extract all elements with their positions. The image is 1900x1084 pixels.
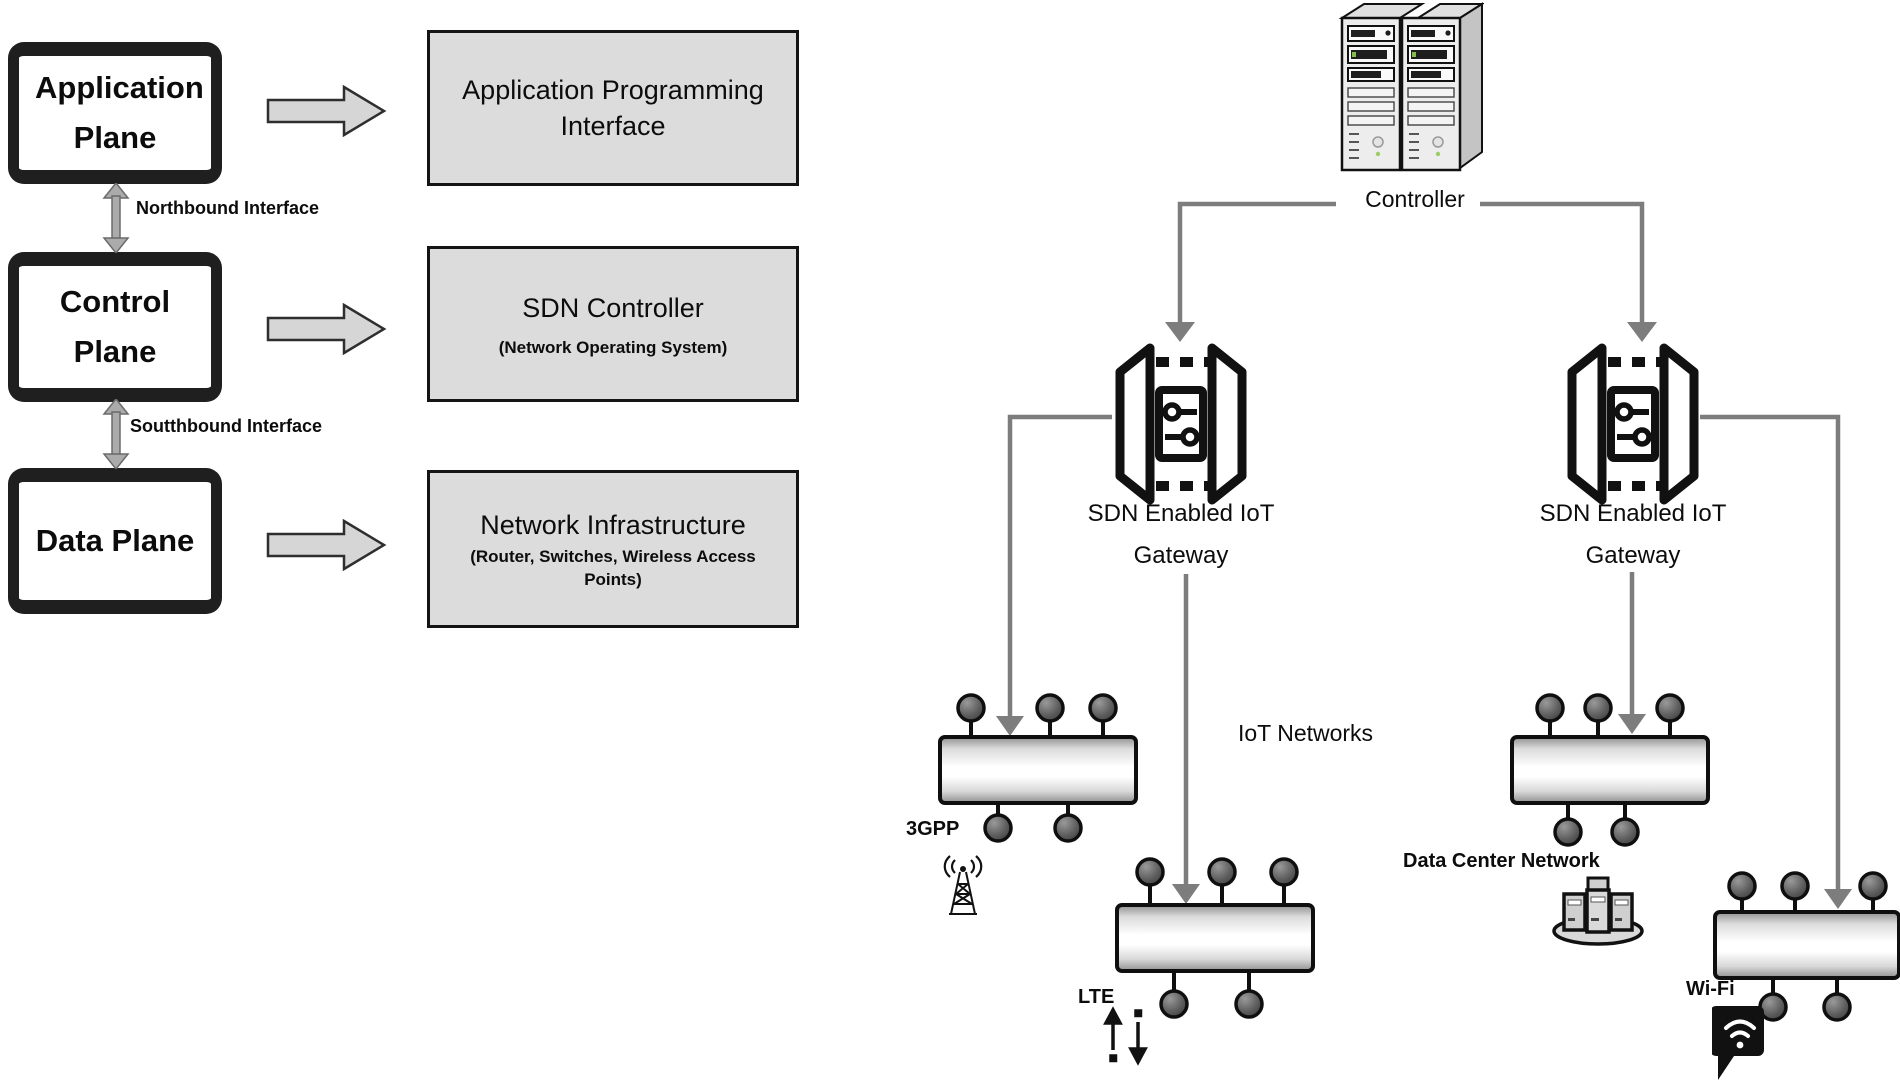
control-plane-label: Control Plane — [59, 284, 171, 369]
network-label-datacenter: Data Center Network — [1403, 850, 1600, 872]
network-label-wifi: Wi-Fi — [1686, 978, 1735, 1000]
iot-networks-label: IoT Networks — [1238, 720, 1374, 746]
network-infrastructure-description-box: Network Infrastructure (Router, Switches… — [427, 470, 799, 628]
application-plane-label: Application Plane — [35, 70, 204, 155]
block-arrow-icon — [266, 518, 387, 572]
data-plane-box: Data Plane — [8, 468, 222, 614]
wifi-bubble-icon — [1712, 1006, 1764, 1080]
network-infrastructure-subtitle: (Router, Switches, Wireless Access Point… — [470, 547, 756, 589]
radio-tower-icon — [943, 855, 983, 915]
controller-label: Controller — [1365, 186, 1465, 212]
server-rack-icon — [1338, 2, 1484, 172]
gateway-label-line2: Gateway — [1585, 542, 1681, 569]
sdn-controller-title: SDN Controller — [522, 292, 704, 323]
network-switch-wifi — [1713, 871, 1900, 1022]
network-label-lte: LTE — [1078, 986, 1115, 1008]
application-plane-box: Application Plane — [8, 42, 222, 184]
gateway-label-line2: Gateway — [1133, 542, 1229, 569]
northbound-interface-label: Northbound Interface — [136, 198, 319, 218]
sdn-gateway-icon — [1115, 343, 1247, 505]
sdn-gateway-icon — [1567, 343, 1699, 505]
server-cluster-icon — [1552, 876, 1644, 946]
southbound-interface-label: Soutthbound Interface — [130, 416, 322, 436]
network-label-3gpp: 3GPP — [906, 818, 960, 840]
southbound-double-arrow-icon — [102, 399, 130, 469]
network-switch-datacenter — [1510, 693, 1710, 847]
block-arrow-icon — [266, 84, 387, 138]
uplink-downlink-arrows-icon — [1103, 1006, 1148, 1066]
api-description-box: Application Programming Interface — [427, 30, 799, 186]
network-switch-3gpp — [938, 693, 1138, 843]
network-infrastructure-title: Network Infrastructure — [480, 510, 746, 540]
sdn-controller-subtitle: (Network Operating System) — [498, 337, 728, 357]
api-title: Application Programming Interface — [462, 75, 764, 141]
sdn-controller-description-box: SDN Controller (Network Operating System… — [427, 246, 799, 402]
gateway-label-line1: SDN Enabled IoT — [1087, 500, 1275, 527]
data-plane-label: Data Plane — [35, 523, 195, 558]
control-plane-box: Control Plane — [8, 252, 222, 402]
network-switch-lte — [1115, 857, 1315, 1019]
gateway-label-line1: SDN Enabled IoT — [1539, 500, 1727, 527]
northbound-double-arrow-icon — [102, 183, 130, 253]
block-arrow-icon — [266, 302, 387, 356]
